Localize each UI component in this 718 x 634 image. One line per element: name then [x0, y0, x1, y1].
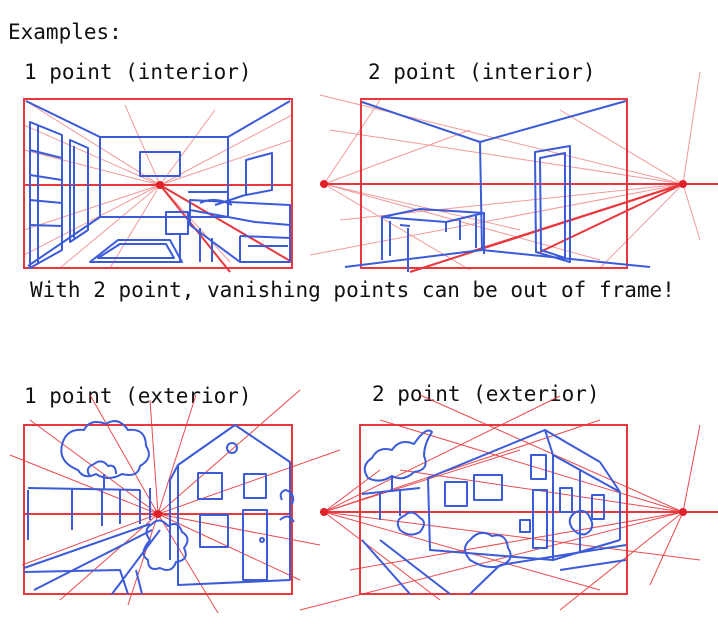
- frame: [359, 424, 628, 595]
- panel-one-point-exterior: [9, 389, 341, 614]
- guide-lines: [23, 99, 293, 269]
- vanishing-point: [154, 510, 162, 518]
- label-two-point-exterior: 2 point (exterior): [372, 382, 600, 406]
- label-one-point-exterior: 1 point (exterior): [24, 384, 252, 408]
- room-sketch: [25, 100, 291, 269]
- frame: [360, 98, 628, 269]
- panel-two-point-interior: [309, 71, 718, 273]
- label-two-point-interior: 2 point (interior): [368, 60, 596, 84]
- out-of-frame-note: With 2 point, vanishing points can be ou…: [30, 278, 675, 302]
- street-sketch: [23, 420, 295, 595]
- vanishing-point-right: [679, 180, 687, 188]
- vanishing-point-right: [679, 508, 687, 516]
- panel-two-point-exterior: [299, 394, 718, 611]
- house-sketch: [361, 429, 627, 595]
- room-sketch: [344, 100, 651, 272]
- frame: [23, 424, 293, 595]
- vanishing-point: [156, 181, 164, 189]
- examples-heading: Examples:: [8, 20, 122, 44]
- vanishing-point-left: [320, 180, 328, 188]
- frame: [23, 98, 293, 269]
- vanishing-point-left: [320, 508, 328, 516]
- panel-one-point-interior: [23, 98, 293, 273]
- strong-guides: [409, 183, 684, 273]
- label-one-point-interior: 1 point (interior): [24, 60, 252, 84]
